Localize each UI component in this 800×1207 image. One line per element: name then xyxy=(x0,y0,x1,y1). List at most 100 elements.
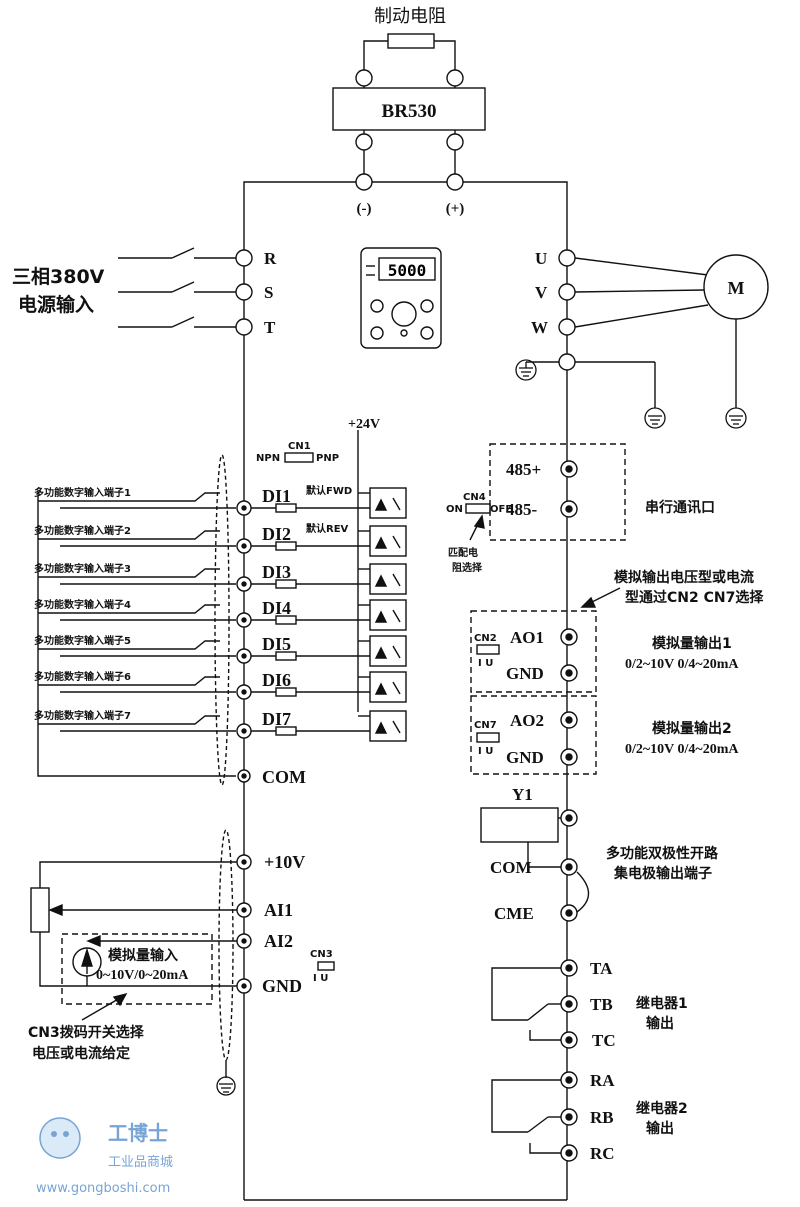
terminal-w: W xyxy=(531,318,548,337)
di-wiring xyxy=(38,487,407,742)
ao-note-1: 模拟输出电压型或电流 xyxy=(614,569,754,586)
comm-port-box xyxy=(489,443,626,541)
terminal-y1: Y1 xyxy=(512,785,533,804)
di-note: 默认REV xyxy=(306,522,349,535)
cn2-switch xyxy=(476,644,500,655)
terminal-v: V xyxy=(535,283,548,302)
analog-input-label: 模拟量输入 xyxy=(108,947,178,964)
di-desc: 多功能数字输入端子2 xyxy=(34,524,131,537)
cn3-note-1: CN3拨码开关选择 xyxy=(28,1024,145,1041)
terminal-rb: RB xyxy=(590,1108,614,1127)
br530-unit xyxy=(332,87,486,131)
terminal-com-oc: COM xyxy=(490,858,532,877)
keypad xyxy=(360,247,442,349)
terminal-s: S xyxy=(264,283,273,302)
di-term: DI5 xyxy=(262,634,291,654)
terminal-rc: RC xyxy=(590,1144,615,1163)
cn3-iu: I U xyxy=(313,973,328,984)
cn7-label: CN7 xyxy=(474,720,497,731)
cn1-npn: NPN xyxy=(256,453,280,464)
cn7-iu: I U xyxy=(478,746,493,757)
terminal-485minus: 485- xyxy=(506,500,538,519)
terminal-gnd-ao2: GND xyxy=(506,748,544,767)
watermark-sub: 工业品商城 xyxy=(108,1155,173,1170)
di-desc: 多功能数字输入端子5 xyxy=(34,634,131,647)
cn1-pnp: PNP xyxy=(316,453,339,464)
potentiometer xyxy=(30,887,50,933)
analog-input-box xyxy=(61,933,213,1005)
terminal-ai2: AI2 xyxy=(264,931,293,951)
di-optocoupler xyxy=(369,525,407,557)
cn1-switch xyxy=(284,452,314,463)
match-resistor-2: 阻选择 xyxy=(452,561,483,574)
br530-label: BR530 xyxy=(382,101,437,122)
di-optocoupler xyxy=(369,635,407,667)
relay1-label-1: 继电器1 xyxy=(636,995,688,1012)
di-note: 默认FWD xyxy=(306,484,352,497)
brake-title: 制动电阻 xyxy=(374,6,446,27)
brake-resistor xyxy=(387,33,435,49)
cn4-off: OFF xyxy=(490,504,512,515)
di-term: DI3 xyxy=(262,562,291,582)
terminal-cme: CME xyxy=(494,904,534,923)
terminal-com-left: COM xyxy=(262,767,306,787)
cn3-switch xyxy=(317,961,335,971)
watermark-url: www.gongboshi.com xyxy=(36,1181,170,1196)
terminal-485plus: 485+ xyxy=(506,460,541,479)
di-desc: 多功能数字输入端子1 xyxy=(34,486,131,499)
di-term: DI1 xyxy=(262,486,291,506)
oc-label-1: 多功能双极性开路 xyxy=(606,845,719,862)
terminal-ra: RA xyxy=(590,1071,615,1090)
power-input-switches xyxy=(118,247,236,328)
cn4-switch xyxy=(465,503,491,514)
di-desc: 多功能数字输入端子6 xyxy=(34,670,131,683)
di-optocoupler xyxy=(369,487,407,519)
terminal-ao1: AO1 xyxy=(510,628,544,647)
di-term: DI6 xyxy=(262,670,291,690)
cn4-label: CN4 xyxy=(463,492,486,503)
di-optocoupler xyxy=(369,563,407,595)
cn3-label: CN3 xyxy=(310,949,333,960)
shield-tie-ai xyxy=(218,829,234,1061)
dc-plus-label: (+) xyxy=(446,201,465,217)
di-optocoupler xyxy=(369,671,407,703)
terminal-10v: +10V xyxy=(264,852,305,872)
motor-label: M xyxy=(728,278,745,298)
ao-note-2: 型通过CN2 CN7选择 xyxy=(625,589,764,606)
cn2-label: CN2 xyxy=(474,633,497,644)
ao2-label: 模拟量输出2 xyxy=(652,720,732,737)
relay1-label-2: 输出 xyxy=(646,1015,674,1032)
terminal-ta: TA xyxy=(590,959,613,978)
di-desc: 多功能数字输入端子7 xyxy=(34,709,131,722)
terminal-ai1: AI1 xyxy=(264,900,293,920)
di-optocoupler xyxy=(369,710,407,742)
terminal-gnd-ao1: GND xyxy=(506,664,544,683)
terminal-ao2: AO2 xyxy=(510,711,544,730)
watermark: 工博士 工业品商城 www.gongboshi.com xyxy=(36,1117,173,1196)
cn4-on: ON xyxy=(446,504,463,515)
dc-minus-label: (-) xyxy=(357,201,372,217)
plus24v-label: +24V xyxy=(348,417,380,432)
ao1-box xyxy=(470,610,597,693)
terminal-u: U xyxy=(535,249,547,268)
di-term: DI7 xyxy=(262,709,291,729)
oc-label-2: 集电极输出端子 xyxy=(613,865,712,882)
ao2-range: 0/2~10V 0/4~20mA xyxy=(625,742,739,757)
di-desc: 多功能数字输入端子4 xyxy=(34,598,131,611)
watermark-brand: 工博士 xyxy=(108,1121,168,1145)
mascot-icon xyxy=(39,1117,81,1159)
cn3-note-2: 电压或电流给定 xyxy=(32,1045,130,1062)
relay2-label-1: 继电器2 xyxy=(636,1100,688,1117)
di-desc: 多功能数字输入端子3 xyxy=(34,562,131,575)
terminal-gnd-ai: GND xyxy=(262,976,302,996)
ao2-box xyxy=(470,695,597,775)
terminal-tb: TB xyxy=(590,995,613,1014)
ao1-label: 模拟量输出1 xyxy=(652,635,732,652)
ao1-range: 0/2~10V 0/4~20mA xyxy=(625,657,739,672)
relay2-label-2: 输出 xyxy=(646,1120,674,1137)
di-term: DI4 xyxy=(262,598,291,618)
terminal-t: T xyxy=(264,318,276,337)
optocoupler-y1 xyxy=(480,807,559,843)
di-optocoupler xyxy=(369,599,407,631)
